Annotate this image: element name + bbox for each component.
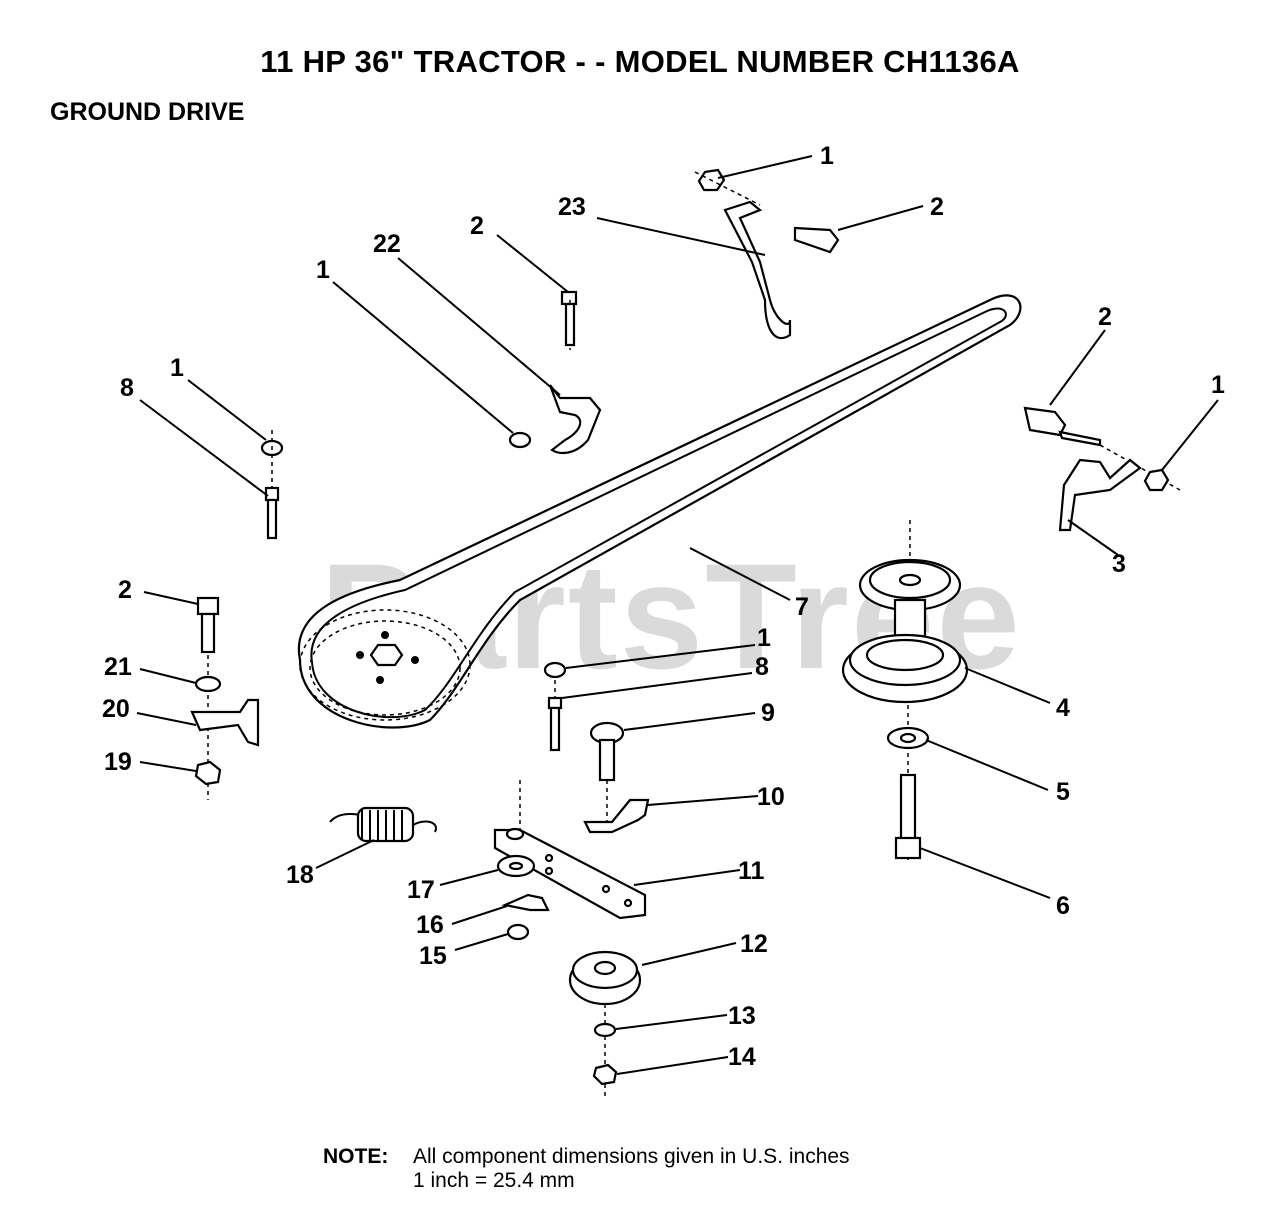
transaxle-pulley bbox=[299, 609, 471, 721]
callout-13: 13 bbox=[728, 1002, 756, 1030]
callout-1-upper-nut: 1 bbox=[316, 256, 330, 284]
nut-1-center bbox=[543, 661, 567, 679]
callout-17: 17 bbox=[407, 876, 435, 904]
washer-13 bbox=[593, 1022, 617, 1038]
diagram-title: 11 HP 36" TRACTOR - - MODEL NUMBER CH113… bbox=[260, 44, 1020, 79]
washer-21 bbox=[194, 675, 222, 693]
belt bbox=[297, 294, 1022, 729]
callout-5: 5 bbox=[1056, 778, 1070, 806]
callout-9: 9 bbox=[761, 699, 775, 727]
callout-15: 15 bbox=[419, 942, 447, 970]
note-line-1: All component dimensions given in U.S. i… bbox=[413, 1145, 850, 1168]
callout-8-left: 8 bbox=[120, 374, 134, 402]
callout-12: 12 bbox=[740, 930, 768, 958]
bolt-6 bbox=[894, 773, 922, 860]
callout-20: 20 bbox=[102, 695, 130, 723]
callout-14: 14 bbox=[728, 1043, 756, 1071]
callout-10: 10 bbox=[757, 783, 785, 811]
callout-21: 21 bbox=[104, 653, 132, 681]
callout-22: 22 bbox=[373, 230, 401, 258]
callout-3: 3 bbox=[1112, 550, 1126, 578]
callout-2-right-bolt: 2 bbox=[1098, 303, 1112, 331]
callout-4: 4 bbox=[1056, 694, 1070, 722]
callout-8-center: 8 bbox=[755, 653, 769, 681]
callout-18: 18 bbox=[286, 861, 314, 889]
carriage-bolt-9 bbox=[589, 721, 625, 825]
nut-19 bbox=[194, 760, 222, 786]
belt-guide-22 bbox=[508, 290, 602, 455]
shoulder-bolt-8-center bbox=[547, 680, 563, 752]
callout-7: 7 bbox=[795, 593, 809, 621]
washer-17 bbox=[496, 854, 536, 878]
nut-14 bbox=[592, 1063, 618, 1086]
callout-6: 6 bbox=[1056, 892, 1070, 920]
note-body: All component dimensions given in U.S. i… bbox=[413, 1145, 850, 1193]
note-line-2: 1 inch = 25.4 mm bbox=[413, 1169, 575, 1192]
belt-guide-23 bbox=[694, 168, 840, 340]
callout-2-left-bolt: 2 bbox=[118, 576, 132, 604]
callout-2-upper-bolt: 2 bbox=[470, 212, 484, 240]
callout-1-top-nut: 1 bbox=[820, 142, 834, 170]
callout-1-left-nut: 1 bbox=[170, 354, 184, 382]
section-title: GROUND DRIVE bbox=[50, 98, 245, 126]
engine-pulley-4 bbox=[841, 520, 969, 860]
nut-15 bbox=[506, 923, 530, 941]
note-label: NOTE: bbox=[323, 1145, 389, 1168]
callout-11: 11 bbox=[738, 857, 765, 885]
belt-guide-3 bbox=[1023, 406, 1181, 532]
callout-23: 23 bbox=[558, 193, 586, 221]
washer-5 bbox=[886, 726, 930, 750]
callout-2-top-bolt: 2 bbox=[930, 193, 944, 221]
callout-16: 16 bbox=[416, 911, 444, 939]
callout-numbers: 1 2 23 2 22 1 2 1 8 1 3 7 2 21 20 19 1 8… bbox=[102, 142, 1225, 1071]
note: NOTE: All component dimensions given in U… bbox=[323, 1145, 850, 1193]
callout-1-right-nut: 1 bbox=[1211, 371, 1225, 399]
callout-19: 19 bbox=[104, 748, 132, 776]
spring-18 bbox=[329, 806, 437, 843]
bracket-20 bbox=[190, 698, 260, 747]
callout-1-center-nut: 1 bbox=[757, 624, 771, 652]
idler-arm-11 bbox=[493, 780, 647, 920]
bracket-10 bbox=[583, 798, 650, 834]
leader-lines bbox=[136, 155, 1219, 1075]
idler-pulley-12 bbox=[568, 950, 642, 1100]
shoulder-bolt-8 bbox=[260, 430, 284, 540]
bracket-16 bbox=[501, 893, 550, 912]
